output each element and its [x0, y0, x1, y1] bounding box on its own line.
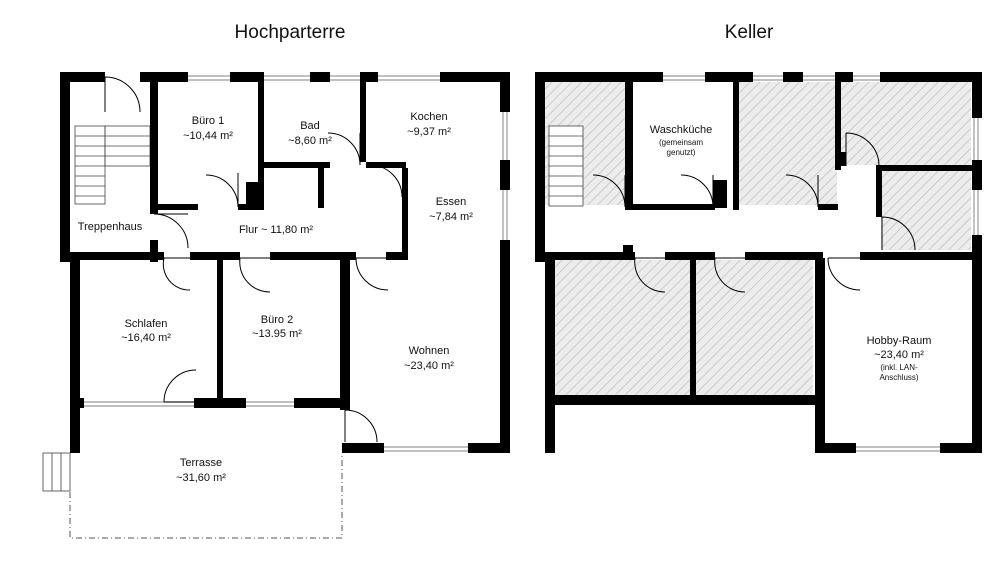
room-area-bad: ~8,60 m²: [288, 135, 332, 147]
staircase: [74, 125, 151, 205]
room-area-buero1: ~10,44 m²: [183, 130, 233, 142]
windows-hochparterre: [84, 75, 508, 452]
room-label-essen: Essen: [436, 196, 467, 208]
room-area-wohnen: ~23,40 m²: [404, 360, 454, 372]
plan-hochparterre: Büro 1 ~10,44 m² Bad ~8,60 m² Kochen ~9,…: [42, 72, 510, 539]
room-label-treppenhaus: Treppenhaus: [78, 221, 143, 233]
room-area-essen: ~7,84 m²: [429, 211, 473, 223]
room-note-waschkueche-1: (gemeinsam: [659, 138, 703, 147]
terrace-outline: [69, 453, 343, 539]
walls-keller: [535, 72, 982, 453]
room-label-kochen: Kochen: [410, 111, 447, 123]
doors-hochparterre: [104, 76, 403, 443]
walls-hochparterre: [60, 72, 510, 453]
room-area-kochen: ~9,37 m²: [407, 126, 451, 138]
room-area-schlafen: ~16,40 m²: [121, 332, 171, 344]
room-label-schlafen: Schlafen: [125, 318, 168, 330]
room-note-hobby-raum-2: Anschluss): [879, 373, 918, 382]
plan-title-keller: Keller: [725, 22, 774, 43]
room-label-flur: Flur ~ 11,80 m²: [239, 224, 313, 236]
keller-staircase: [548, 125, 584, 207]
room-label-terrasse: Terrasse: [180, 457, 222, 469]
room-label-buero2: Büro 2: [261, 314, 293, 326]
hatched-areas: [545, 82, 971, 397]
doors-keller: [592, 132, 916, 293]
room-note-hobby-raum-1: (inkl. LAN-: [880, 363, 918, 372]
room-label-waschkueche: Waschküche: [650, 124, 713, 136]
room-area-hobby-raum: ~23,40 m²: [874, 349, 924, 361]
terrace-steps: [42, 452, 71, 492]
room-area-buero2: ~13.95 m²: [252, 328, 302, 340]
windows-keller: [663, 75, 979, 452]
room-note-waschkueche-2: genutzt): [667, 148, 696, 157]
plan-keller: Waschküche (gemeinsam genutzt) Hobby-Rau…: [535, 72, 982, 453]
room-label-buero1: Büro 1: [192, 115, 224, 127]
room-label-hobby-raum: Hobby-Raum: [867, 335, 932, 347]
room-area-terrasse: ~31,60 m²: [176, 472, 226, 484]
room-label-bad: Bad: [300, 120, 320, 132]
plan-title-hochparterre: Hochparterre: [235, 22, 346, 43]
room-label-wohnen: Wohnen: [409, 345, 450, 357]
